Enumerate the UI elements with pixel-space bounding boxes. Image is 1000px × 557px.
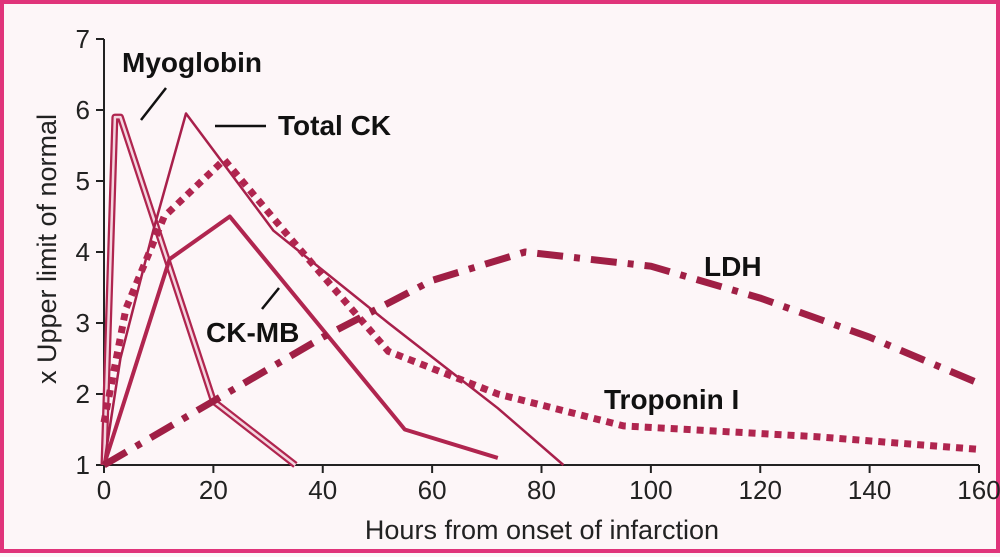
x-tick-label: 20 <box>199 475 228 505</box>
y-tick-label: 3 <box>76 308 90 338</box>
x-tick-label: 0 <box>97 475 111 505</box>
series-line-myoglobin-inner <box>102 115 297 466</box>
x-tick-label: 100 <box>629 475 672 505</box>
series-line-total-ck <box>102 112 565 466</box>
leader-myoglobin <box>140 87 167 121</box>
y-tick-label: 6 <box>76 95 90 125</box>
y-tick-label: 4 <box>76 237 90 267</box>
y-tick-label: 5 <box>76 166 90 196</box>
leader-ck-mb <box>261 287 280 310</box>
y-axis-title: x Upper limit of normal <box>32 114 62 384</box>
marker-release-chart: 1 2 3 4 5 6 7 0 20 40 60 80 100 120 140 160 Myoglobin T… <box>32 24 1000 545</box>
x-tick-label: 160 <box>957 475 1000 505</box>
y-tick-label: 1 <box>76 450 90 480</box>
label-ck-mb: CK-MB <box>206 317 299 348</box>
label-total-ck: Total CK <box>278 110 391 141</box>
ticks: 1 2 3 4 5 6 7 0 20 40 60 80 100 120 140 160 <box>76 24 1000 505</box>
x-tick-label: 60 <box>418 475 447 505</box>
label-myoglobin: Myoglobin <box>122 47 262 78</box>
series-line-ck-mb <box>102 214 499 466</box>
x-tick-label: 80 <box>527 475 556 505</box>
x-tick-label: 40 <box>308 475 337 505</box>
y-tick-label: 2 <box>76 379 90 409</box>
label-troponin-i: Troponin I <box>604 384 739 415</box>
series-line-troponin-i <box>100 156 980 453</box>
x-tick-label: 120 <box>739 475 782 505</box>
x-axis-title: Hours from onset of infarction <box>365 515 719 545</box>
series-line-ldh <box>102 248 981 469</box>
label-ldh: LDH <box>704 251 762 282</box>
y-tick-label: 7 <box>76 24 90 54</box>
series-lines <box>100 112 981 469</box>
x-tick-label: 140 <box>848 475 891 505</box>
